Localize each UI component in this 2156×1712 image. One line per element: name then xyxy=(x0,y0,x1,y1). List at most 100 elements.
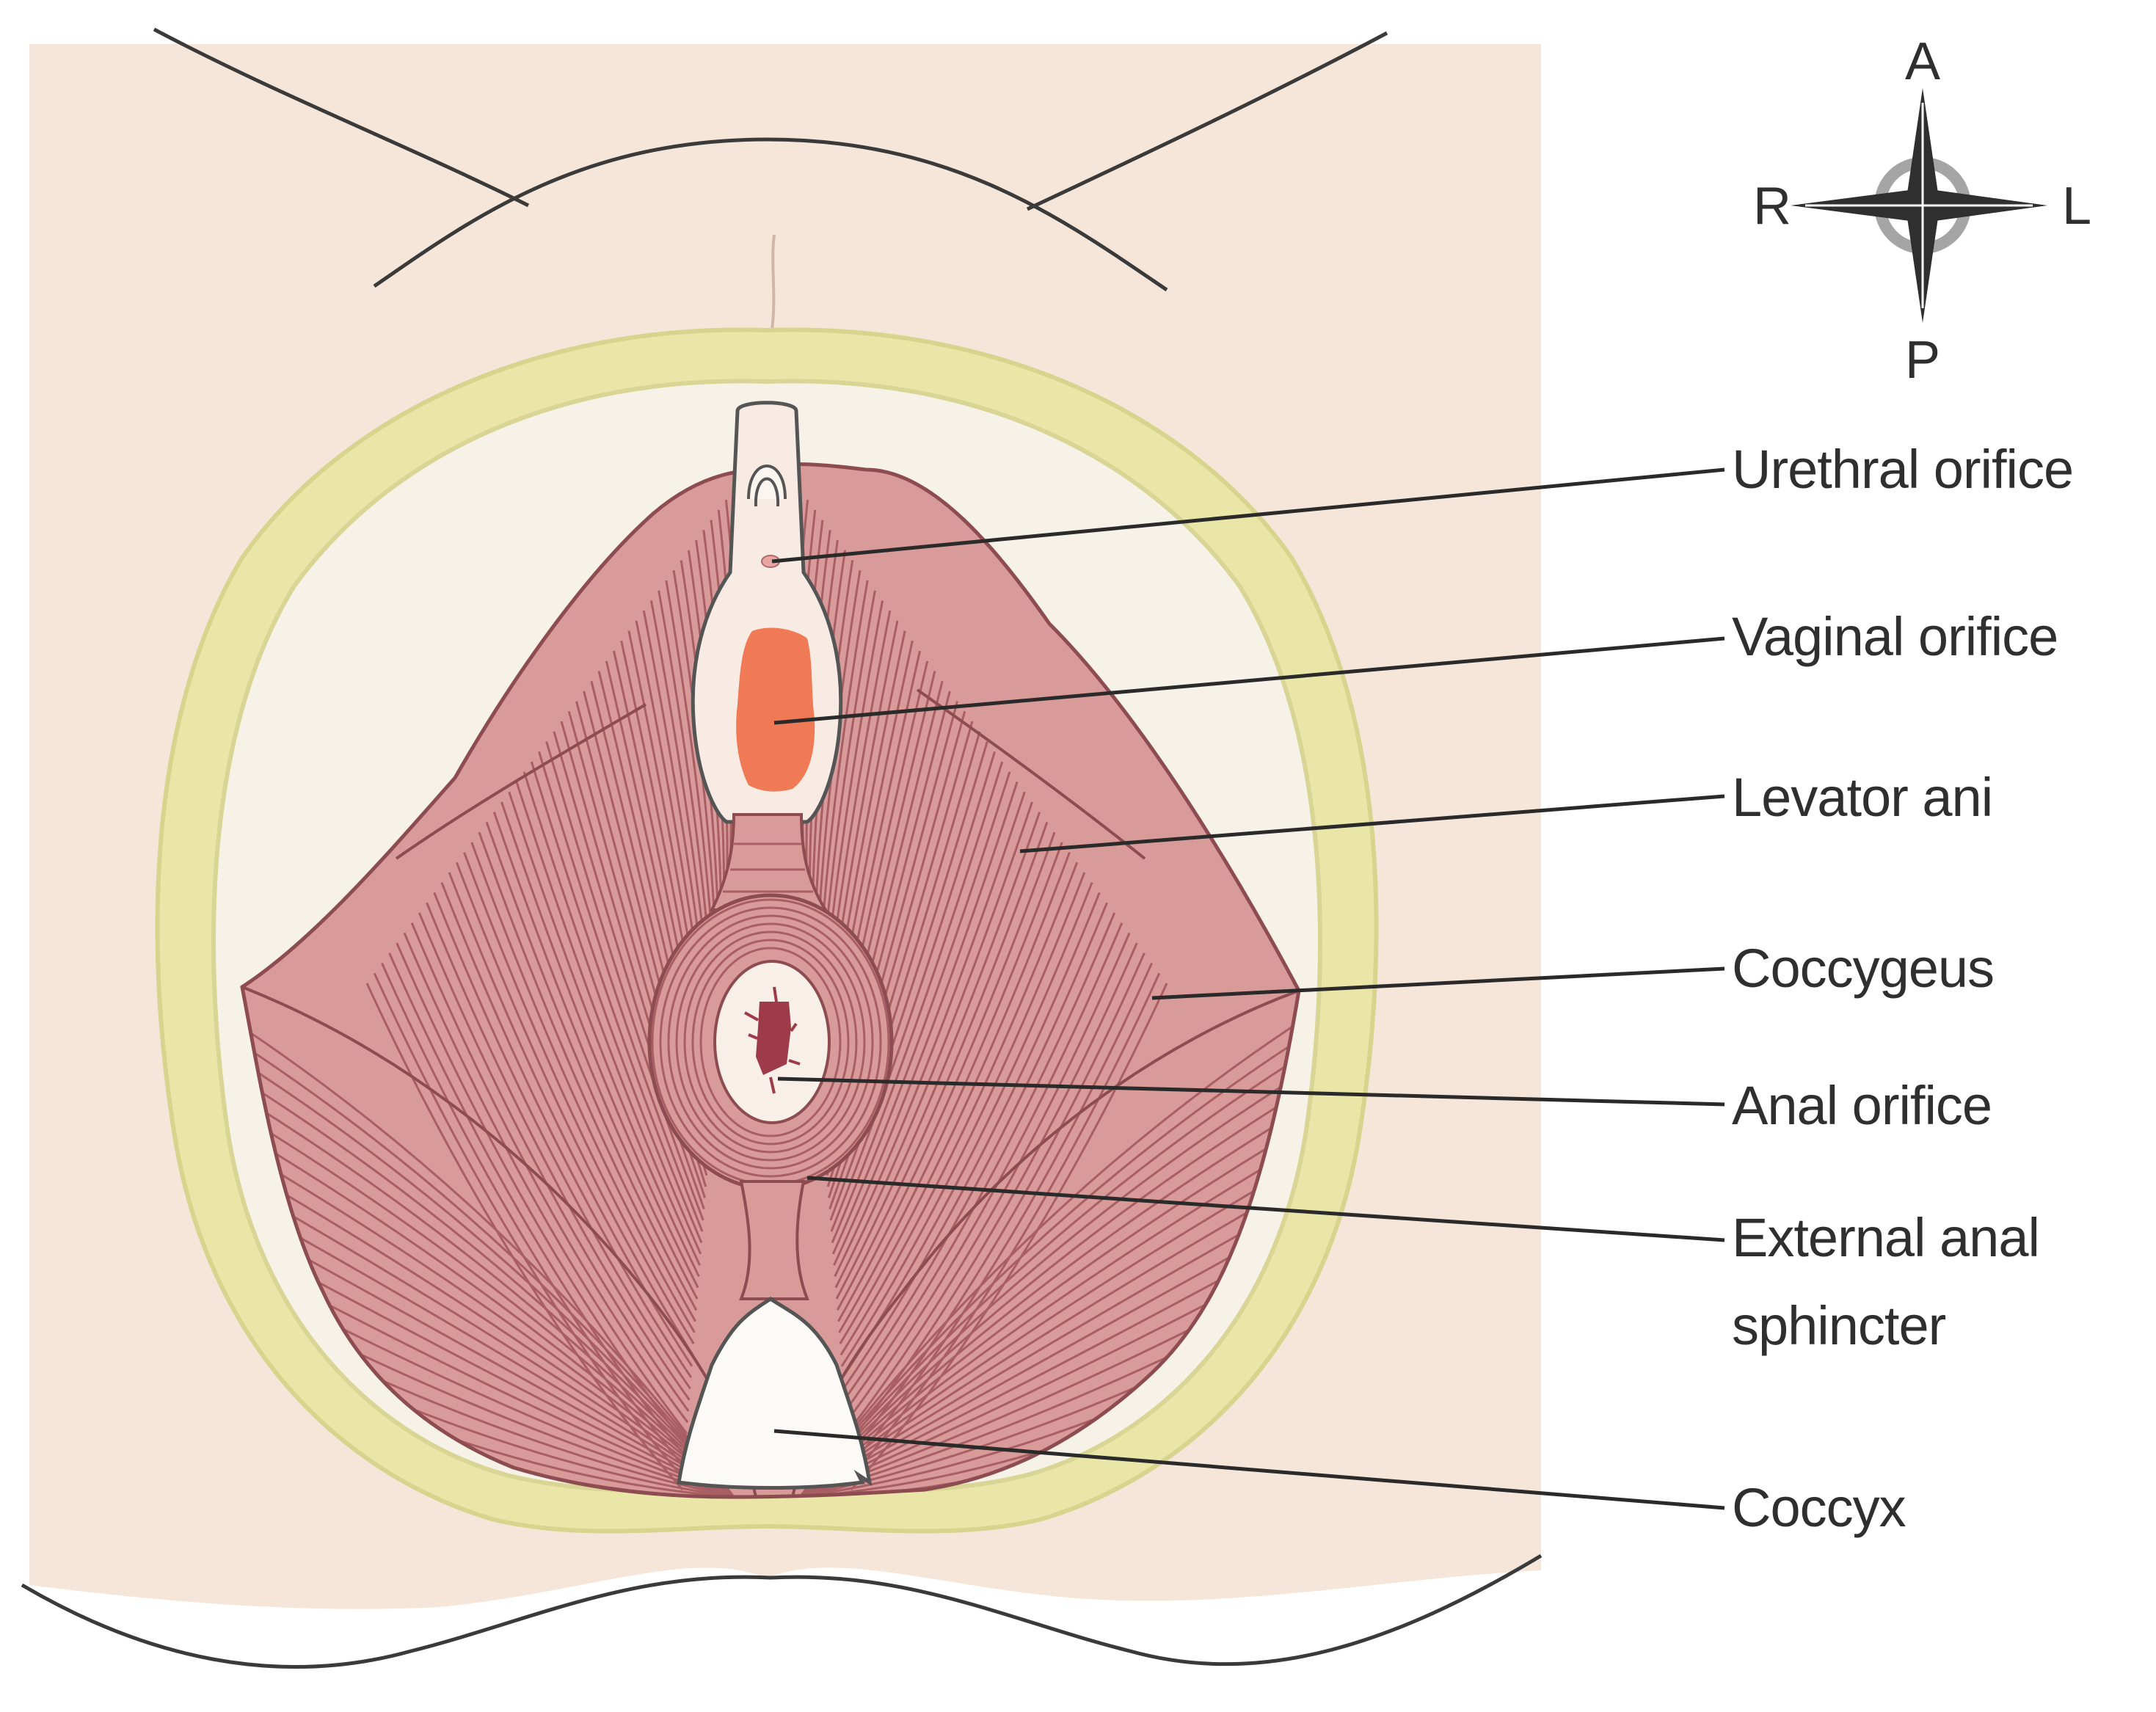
leader-coccyx xyxy=(773,1429,1725,1510)
muscle-outline xyxy=(240,462,1301,1499)
left-fiber-line xyxy=(515,782,701,1266)
left-fiber-line xyxy=(373,972,685,1479)
upper-right-contour xyxy=(1026,31,1388,211)
left-levator-boundary xyxy=(395,703,647,860)
lower-left-fiber-line xyxy=(242,1090,735,1497)
left-fiber-line xyxy=(522,771,702,1255)
leader-vaginal-orifice xyxy=(773,636,1725,725)
right-fiber-line xyxy=(834,791,1026,1278)
anal-orifice xyxy=(756,1002,791,1075)
right-fiber-line xyxy=(834,801,1033,1289)
leader-urethral-orifice xyxy=(771,467,1725,564)
label-levator-ani: Levator ani xyxy=(1732,767,1992,828)
lower-left-fiber-line xyxy=(242,1148,735,1497)
right-fiber-line xyxy=(844,912,1116,1412)
vaginal-orifice xyxy=(736,627,815,792)
compass-label-right: R xyxy=(1753,177,1791,236)
left-fiber-line xyxy=(478,831,696,1322)
sphincter-ring xyxy=(667,914,874,1170)
left-fiber-line xyxy=(396,942,687,1446)
lower-left-fiber-line xyxy=(242,1168,735,1497)
lower-left-fiber-line xyxy=(242,1031,735,1497)
lower-right-fiber-line xyxy=(798,1090,1299,1497)
label-vaginal-orifice: Vaginal orifice xyxy=(1732,606,2058,667)
lower-right-fiber-line xyxy=(798,1110,1299,1497)
upper-left-contour xyxy=(153,27,530,208)
right-fiber-line xyxy=(842,892,1101,1390)
right-fiber-line xyxy=(845,922,1123,1424)
clitoral-hood-inner xyxy=(754,477,780,507)
right-fiber-line xyxy=(831,771,1011,1255)
right-fiber-line xyxy=(843,902,1108,1401)
left-fiber-line xyxy=(426,902,691,1401)
leader-lines xyxy=(771,467,1725,1510)
left-fiber-line xyxy=(448,872,693,1367)
right-fiber-line xyxy=(833,782,1019,1266)
leader-levator-ani xyxy=(1019,794,1725,853)
left-fiber-line xyxy=(433,892,691,1390)
right-fiber-line xyxy=(836,821,1049,1311)
label-external-anal-sphincter-line1: External anal xyxy=(1732,1207,2039,1268)
compass-label-posterior: P xyxy=(1905,331,1940,390)
left-fiber-line xyxy=(492,812,699,1300)
left-fiber-line xyxy=(553,731,705,1210)
lower-left-fiber-line xyxy=(250,1227,735,1497)
sphincter-rings xyxy=(651,898,890,1186)
lower-right-fiber-line xyxy=(798,1070,1299,1497)
left-fiber-line xyxy=(538,751,704,1232)
sphincter-ring xyxy=(675,922,866,1162)
left-fiber-line xyxy=(545,741,704,1221)
left-fiber-line xyxy=(500,801,699,1289)
leader-external-anal-sphincter xyxy=(806,1176,1725,1242)
lower-right-fiber-line xyxy=(799,1148,1295,1497)
lower-left-fiber-line xyxy=(242,1129,735,1497)
label-urethral-orifice: Urethral orifice xyxy=(1732,439,2073,500)
anococcygeal-body xyxy=(739,1180,809,1300)
left-fiber-line xyxy=(470,842,696,1333)
lower-left-fiber-line xyxy=(244,1187,735,1497)
lower-left-fiber-line xyxy=(242,1011,735,1497)
leader-anal-orifice xyxy=(777,1077,1725,1107)
compass-label-left: L xyxy=(2062,177,2091,236)
lower-right-fiber-line xyxy=(798,1031,1299,1497)
left-fiber-line xyxy=(530,761,703,1244)
left-fiber-line xyxy=(455,862,694,1356)
left-fiber-line xyxy=(485,821,698,1311)
left-fiber-line xyxy=(508,791,700,1278)
anal-radiating-folds xyxy=(744,986,801,1094)
right-fiber-line xyxy=(847,942,1138,1446)
label-coccygeus: Coccygeus xyxy=(1732,938,1994,999)
left-fiber-line xyxy=(403,932,688,1435)
right-fiber-line xyxy=(839,852,1071,1344)
right-levator-boundary xyxy=(916,688,1146,860)
right-fiber-line xyxy=(850,983,1168,1490)
sphincter-ring xyxy=(691,939,850,1145)
right-fiber-line xyxy=(849,972,1161,1479)
lower-right-fiber-line xyxy=(798,1011,1299,1497)
orientation-compass: A P R L xyxy=(1753,32,2091,390)
left-fiber-line xyxy=(440,882,693,1378)
lower-left-fiber-line xyxy=(242,1110,735,1497)
label-anal-orifice: Anal orifice xyxy=(1732,1075,1992,1136)
midline-crease xyxy=(771,234,776,331)
right-fiber-line xyxy=(838,842,1063,1333)
right-fiber-line xyxy=(845,932,1131,1435)
lower-right-fiber-line xyxy=(798,1051,1299,1497)
right-fiber-line xyxy=(840,872,1086,1367)
label-external-anal-sphincter-line2: sphincter xyxy=(1732,1295,1946,1356)
right-fiber-line xyxy=(840,862,1079,1356)
left-fiber-line xyxy=(365,983,684,1490)
lower-left-fiber-line xyxy=(247,1207,735,1497)
left-fiber-line xyxy=(410,922,689,1424)
right-fiber-line xyxy=(837,831,1056,1322)
coccyx xyxy=(677,1296,873,1490)
lower-left-fiber-line xyxy=(242,1070,735,1497)
right-fiber-line xyxy=(829,741,988,1221)
leader-coccygeus xyxy=(1151,966,1725,1000)
sphincter-ring xyxy=(683,930,858,1154)
mons-contour xyxy=(373,137,1168,292)
lower-left-fiber-line xyxy=(253,1246,735,1497)
lower-buttock-contour xyxy=(21,1553,1543,1669)
sphincter-ring xyxy=(699,947,842,1137)
